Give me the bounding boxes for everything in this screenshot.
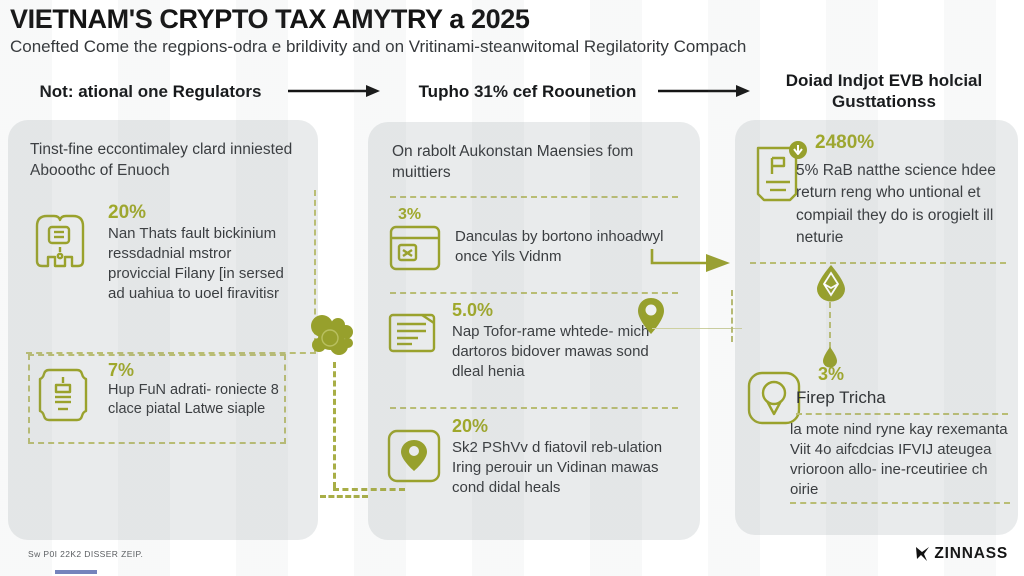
divider: [390, 292, 678, 294]
droplet-icon: [822, 346, 838, 368]
obligations-stat2-text: la mote nind ryne kay rexemanta Viit 4o …: [790, 421, 1008, 499]
step-header-roounetion: Tupho 31% cef Roounetion: [418, 82, 637, 101]
regulators-intro: Tinst-fine eccontimaley clard inniested …: [30, 141, 293, 179]
divider: [790, 502, 1010, 504]
footer-blue-mark: [55, 570, 97, 574]
browser-window-icon: [388, 224, 442, 272]
page-subtitle: Conefted Come the regpions-odra e brildi…: [10, 37, 747, 56]
dashed-connector-horizontal: [333, 488, 405, 491]
obligations-stat1-value: 2480%: [815, 132, 875, 153]
divider: [796, 413, 1008, 415]
brand-lockup: ZINNASS: [915, 545, 1008, 563]
regulators-stat1-value: 20%: [108, 202, 147, 223]
regulators-stat2-value: 7%: [108, 360, 135, 380]
map-pin-icon: [636, 296, 666, 336]
roounetion-intro: On rabolt Aukonstan Maensies fom muittie…: [392, 143, 634, 181]
obligations-stat2-label: Firep Tricha: [796, 388, 886, 407]
obligations-stat2-value: 3%: [818, 364, 845, 384]
dashed-connector-vertical: [829, 302, 831, 348]
obligations-stat1-text: 5% RaB natthe science hdee return reng w…: [796, 162, 996, 247]
olive-arrow-right-icon: [648, 246, 734, 276]
roounetion-stat1-text: Danculas by bortono inhoadwyl once Yils …: [455, 228, 664, 266]
footer-note: Sw P0I 22K2 DISSER ZEIP.: [28, 549, 144, 559]
divider: [750, 262, 1006, 264]
seal-stamp-icon: [36, 366, 90, 424]
roounetion-stat2-text: Nap Tofor-rame whtede- mich dartoros bid…: [452, 323, 650, 381]
arrow-right-icon: [658, 84, 750, 98]
regulators-stat2-text: Hup FuN adrati- roniecte 8 clace piatal …: [108, 382, 279, 418]
regulators-stat1-text: Nan Thats fault bickinium ressdadnial ms…: [108, 225, 284, 303]
connector-thin-line: [652, 328, 742, 329]
page-title: VIETNAM'S CRYPTO TAX AMYTRY a 2025: [10, 4, 530, 34]
crypto-drop-icon: [816, 264, 846, 302]
panel-regulators: [8, 120, 318, 540]
brand-name: ZINNASS: [934, 545, 1008, 562]
step-header-regulators: Not: ational one Regulators: [39, 82, 262, 101]
zinnass-logo-icon: [915, 546, 930, 562]
regulators-stat2-box: [28, 354, 286, 444]
dashed-connector-vertical: [333, 362, 336, 488]
step-header-obligations: Doiad Indjot EVB holcial Gusttationss: [785, 71, 983, 112]
coins-cluster-icon: [308, 314, 358, 360]
dashed-connector-vertical: [731, 290, 733, 342]
regulators-stat1-box: [26, 190, 316, 354]
map-pin-square-icon: [386, 428, 442, 484]
roounetion-stat2-value: 5.0%: [452, 300, 494, 320]
divider: [390, 407, 678, 409]
roounetion-stat1-value: 3%: [398, 206, 422, 223]
certificate-badge-icon: [748, 140, 808, 208]
news-documents-icon: [386, 306, 440, 358]
location-pin-outline-icon: [746, 370, 802, 426]
bank-book-icon: [32, 210, 88, 272]
divider: [390, 196, 678, 198]
arrow-right-icon: [288, 84, 380, 98]
roounetion-stat3-text: Sk2 PShVv d fiatovil reb-ulation Iring p…: [452, 439, 663, 497]
dashed-stub: [320, 495, 368, 498]
roounetion-stat3-value: 20%: [452, 416, 489, 436]
